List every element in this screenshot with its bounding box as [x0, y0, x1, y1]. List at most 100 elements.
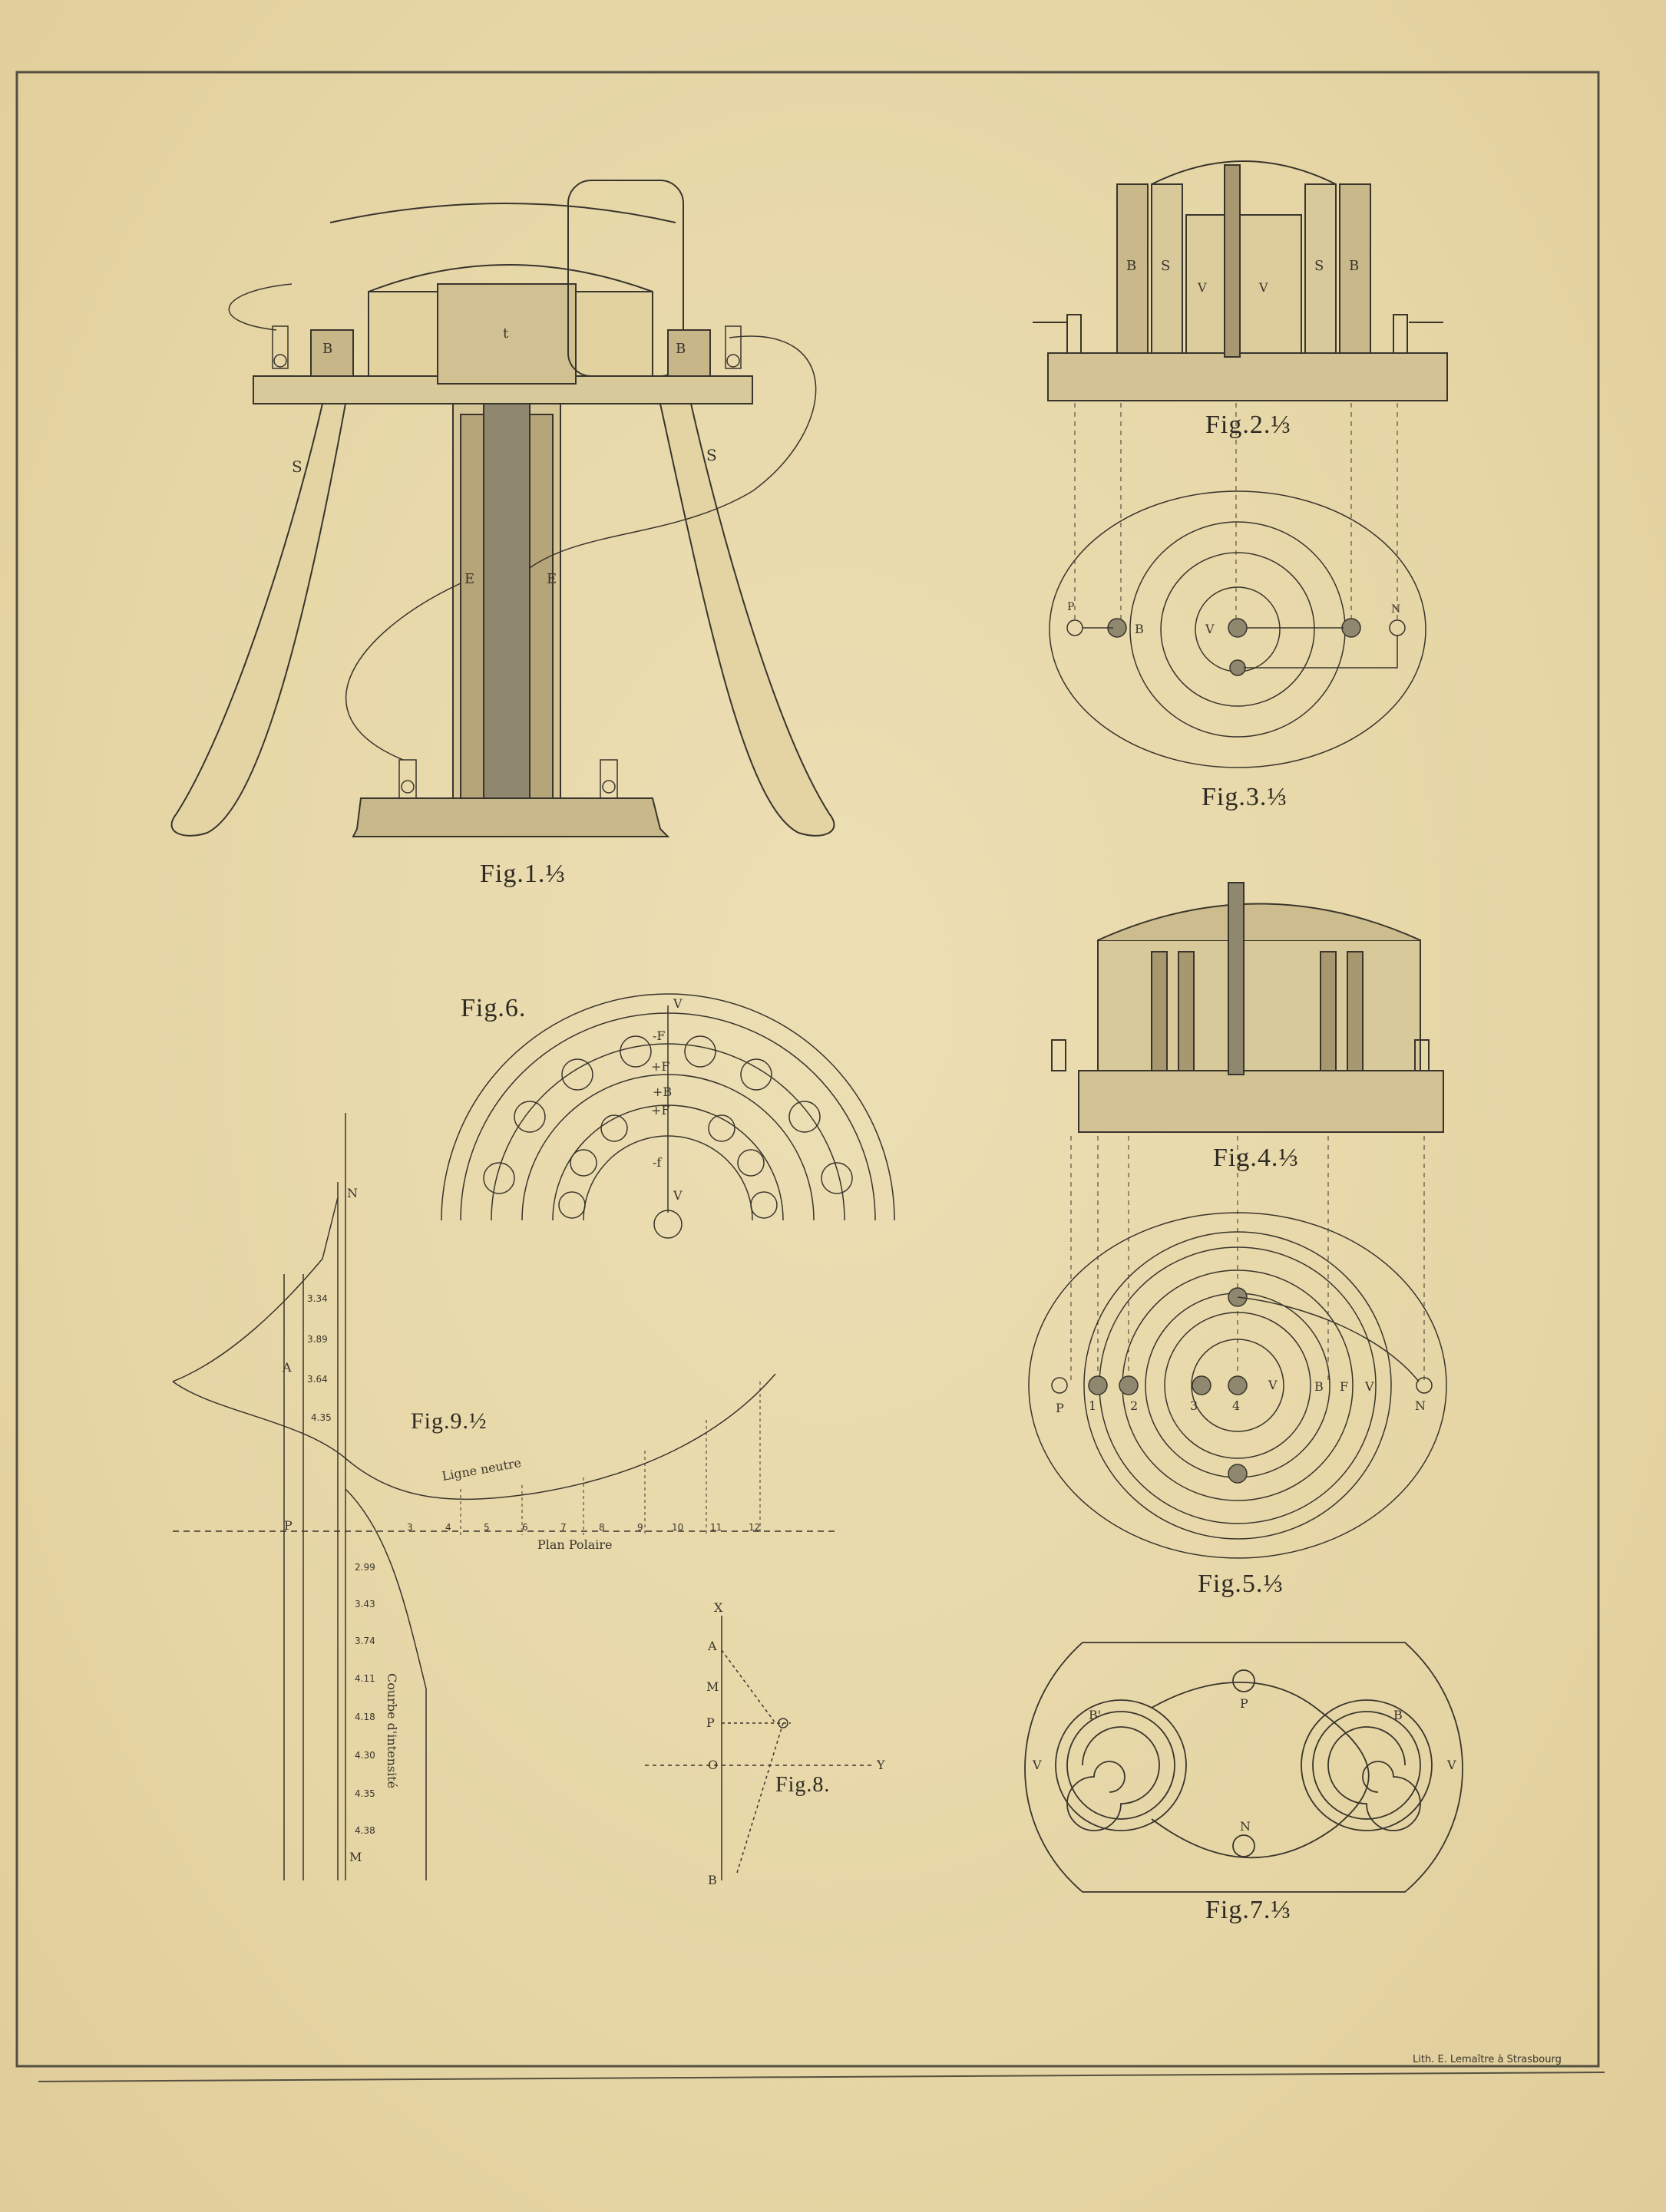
- fig2-letter-v-left: V: [1197, 280, 1207, 295]
- fig6-letter-plus-f: +F: [651, 1059, 670, 1074]
- fig6-letter-v-top: V: [673, 996, 683, 1011]
- fig5-letter-f: F: [1340, 1379, 1349, 1394]
- fig5-letter-b: B: [1314, 1379, 1324, 1394]
- fig3-letter-p: P: [1067, 601, 1074, 613]
- plate-frame: [15, 71, 1600, 2068]
- fig8-letter-y: Y: [877, 1758, 885, 1772]
- fig9-label-m: M: [349, 1850, 362, 1864]
- fig6-drawing: [441, 993, 895, 1239]
- fig3-letter-b: B: [1135, 622, 1144, 636]
- fig9-tick-4: 6: [522, 1522, 528, 1533]
- fig4-projection-lines: [1070, 1136, 1425, 1382]
- fig5-letter-v: V: [1268, 1378, 1278, 1392]
- fig7-caption: Fig.7.⅓: [1205, 1896, 1291, 1924]
- fig9-point-a: A: [283, 1360, 292, 1375]
- fig9-upper-value-3: 3.64: [307, 1374, 328, 1385]
- fig8-letter-b: B: [708, 1873, 717, 1887]
- fig5-caption: Fig.5.⅓: [1198, 1570, 1284, 1598]
- fig7-letter-v-left: V: [1033, 1758, 1042, 1772]
- fig2-letter-s-left: S: [1161, 258, 1170, 274]
- fig7-letter-p: P: [1240, 1696, 1248, 1711]
- fig8-drawing: [645, 1616, 875, 1880]
- fig6-letter-plus-f-inner: +F: [651, 1103, 670, 1118]
- fig2-letter-s-right: S: [1314, 258, 1324, 274]
- fig9-caption: Fig.9.½: [411, 1408, 488, 1434]
- fig6-letter-v-bottom: V: [673, 1188, 683, 1203]
- fig9-lower-value-8: 4.38: [355, 1825, 375, 1836]
- fig5-letter-4: 4: [1232, 1398, 1241, 1413]
- fig9-drawing: [172, 1113, 837, 1880]
- fig9-lower-value-7: 4.35: [355, 1788, 375, 1799]
- fig2-letter-v-right: V: [1258, 280, 1268, 295]
- fig3-drawing: [1049, 490, 1426, 768]
- fig8-letter-m: M: [706, 1679, 719, 1694]
- fig9-tick-9: 11: [710, 1522, 722, 1533]
- fig1-letter-t: t: [503, 325, 509, 342]
- fig1-letter-e-left: E: [464, 571, 474, 587]
- fig9-upper-value-1: 3.34: [307, 1293, 328, 1304]
- fig8-caption: Fig.8.: [775, 1773, 831, 1797]
- fig9-lower-value-3: 3.74: [355, 1636, 375, 1646]
- fig9-polar-plane-label: Plan Polaire: [537, 1537, 613, 1552]
- fig9-tick-8: 10: [672, 1522, 684, 1533]
- fig3-letter-n: N: [1391, 603, 1400, 616]
- fig1-letter-b-left: B: [322, 341, 332, 357]
- fig3-caption: Fig.3.⅓: [1202, 783, 1288, 811]
- fig5-letter-2: 2: [1130, 1398, 1139, 1413]
- fig1-letter-b-right: B: [676, 341, 686, 357]
- fig5-letter-1: 1: [1089, 1398, 1097, 1413]
- fig2-drawing: [1033, 160, 1448, 401]
- fig6-letter-minus-f-small: -f: [653, 1155, 662, 1170]
- fig6-letter-minus-f: -F: [653, 1028, 666, 1043]
- fig9-tick-6: 8: [599, 1522, 605, 1533]
- fig9-tick-1: 3: [407, 1522, 413, 1533]
- fig9-lower-value-5: 4.18: [355, 1712, 375, 1722]
- fig9-lower-value-6: 4.30: [355, 1750, 375, 1761]
- fig7-drawing: [1024, 1642, 1463, 1893]
- fig5-letter-v-outer: V: [1365, 1379, 1374, 1394]
- fig1-letter-s-left: S: [292, 457, 302, 476]
- fig1-drawing: [170, 180, 835, 837]
- fig7-letter-b-prime: B': [1089, 1708, 1102, 1722]
- fig8-letter-a: A: [708, 1639, 717, 1653]
- fig6-letter-plus-b: +B: [653, 1085, 673, 1099]
- fig9-lower-value-2: 3.43: [355, 1599, 375, 1609]
- fig9-tick-5: 7: [560, 1522, 567, 1533]
- fig4-caption: Fig.4.⅓: [1213, 1144, 1299, 1172]
- fig6-caption: Fig.6.: [461, 994, 527, 1022]
- fig3-letter-v: V: [1205, 622, 1215, 636]
- fig9-upper-value-4: 4.35: [311, 1412, 332, 1423]
- fig9-tick-7: 9: [637, 1522, 643, 1533]
- fig9-tick-2: 4: [445, 1522, 451, 1533]
- fig2-letter-b-left: B: [1126, 258, 1136, 274]
- fig1-caption: Fig.1.⅓: [480, 860, 566, 888]
- fig9-upper-value-2: 3.89: [307, 1334, 328, 1345]
- fig5-letter-3: 3: [1190, 1398, 1198, 1413]
- fig1-letter-e-right: E: [547, 571, 557, 587]
- fig2-caption: Fig.2.⅓: [1205, 411, 1291, 439]
- fig4-drawing: [1051, 882, 1444, 1133]
- fig7-letter-n: N: [1240, 1819, 1251, 1834]
- fig9-curve-label: Courbe d'intensité: [385, 1673, 399, 1789]
- fig7-letter-b: B: [1393, 1708, 1403, 1722]
- fig6-inner-cells: [558, 1114, 778, 1219]
- fig9-point-p: P: [284, 1518, 293, 1533]
- fig6-outer-cells: [483, 1035, 853, 1194]
- fig5-drawing: [1028, 1212, 1447, 1559]
- fig5-letter-n: N: [1415, 1398, 1426, 1413]
- lithographer-credit: Lith. E. Lemaître à Strasbourg: [1413, 2054, 1562, 2065]
- fig9-lower-value-1: 2.99: [355, 1562, 375, 1573]
- fig8-letter-p: P: [706, 1715, 715, 1730]
- fig9-tick-10: 12: [749, 1522, 761, 1533]
- fig1-letter-s-right: S: [706, 446, 717, 464]
- fig7-letter-v-right: V: [1447, 1758, 1456, 1772]
- fig8-letter-o: O: [708, 1758, 719, 1772]
- fig8-letter-x: X: [714, 1600, 723, 1615]
- fig9-label-n: N: [347, 1186, 358, 1200]
- fig2-letter-b-right: B: [1349, 258, 1359, 274]
- fig9-lower-value-4: 4.11: [355, 1673, 375, 1684]
- fig5-letter-p: P: [1056, 1401, 1064, 1415]
- fig9-tick-3: 5: [484, 1522, 490, 1533]
